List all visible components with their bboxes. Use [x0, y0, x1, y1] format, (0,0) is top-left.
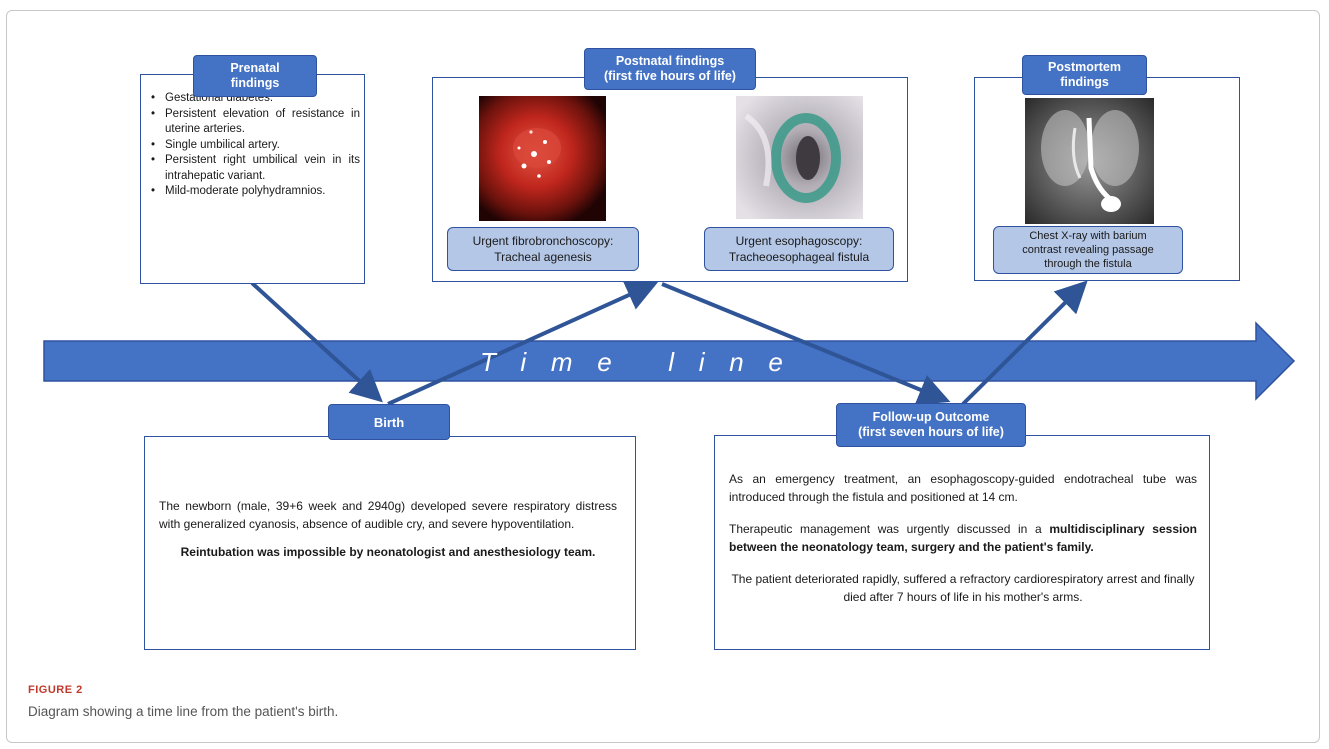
- figure-caption: Diagram showing a time line from the pat…: [28, 704, 339, 719]
- prenatal-item: Single umbilical artery.: [148, 138, 360, 154]
- followup-text-1: As an emergency treatment, an esophagosc…: [729, 472, 1197, 504]
- followup-title: Follow-up Outcome (first seven hours of …: [836, 403, 1026, 447]
- birth-title: Birth: [328, 404, 450, 440]
- followup-text-2: Therapeutic management was urgently disc…: [729, 520, 1197, 556]
- esophagoscopy-caption: Urgent esophagoscopy: Tracheoesophageal …: [704, 227, 894, 271]
- connector-prenatal-to-birth: [250, 281, 383, 403]
- connector-followup-to-postmortem: [961, 280, 1088, 406]
- chest-xray-image: [1025, 98, 1154, 224]
- connector-postnatal-to-followup: [661, 282, 951, 405]
- followup-text-2-bold: multidisciplinary session between the ne…: [729, 522, 1197, 554]
- bronchoscopy-image: [479, 96, 606, 221]
- prenatal-item: Persistent right umbilical vein in its i…: [148, 153, 360, 184]
- birth-box: The newborn (male, 39+6 week and 2940g) …: [144, 436, 636, 650]
- figure-frame: [6, 10, 1320, 743]
- postmortem-title: Postmortem findings: [1022, 55, 1147, 95]
- postnatal-title: Postnatal findings (first five hours of …: [584, 48, 756, 90]
- esophagoscopy-image: [736, 96, 863, 219]
- followup-text-3: The patient deteriorated rapidly, suffer…: [731, 572, 1195, 604]
- prenatal-findings-list: Gestational diabetes. Persistent elevati…: [148, 91, 360, 200]
- xray-caption: Chest X-ray with barium contrast reveali…: [993, 226, 1183, 274]
- prenatal-title: Prenatal findings: [193, 55, 317, 97]
- connector-birth-to-postnatal: [387, 280, 659, 406]
- bronchoscopy-caption: Urgent fibrobronchoscopy: Tracheal agene…: [447, 227, 639, 271]
- followup-text-2-plain: Therapeutic management was urgently disc…: [729, 522, 1050, 536]
- birth-text: The newborn (male, 39+6 week and 2940g) …: [159, 499, 617, 531]
- prenatal-item: Mild-moderate polyhydramnios.: [148, 184, 360, 200]
- followup-box: As an emergency treatment, an esophagosc…: [714, 435, 1210, 650]
- prenatal-item: Persistent elevation of resistance in ut…: [148, 107, 360, 138]
- timeline-label: Time line: [480, 347, 808, 377]
- figure-label: FIGURE 2: [28, 684, 83, 696]
- birth-bold-text: Reintubation was impossible by neonatolo…: [180, 545, 596, 559]
